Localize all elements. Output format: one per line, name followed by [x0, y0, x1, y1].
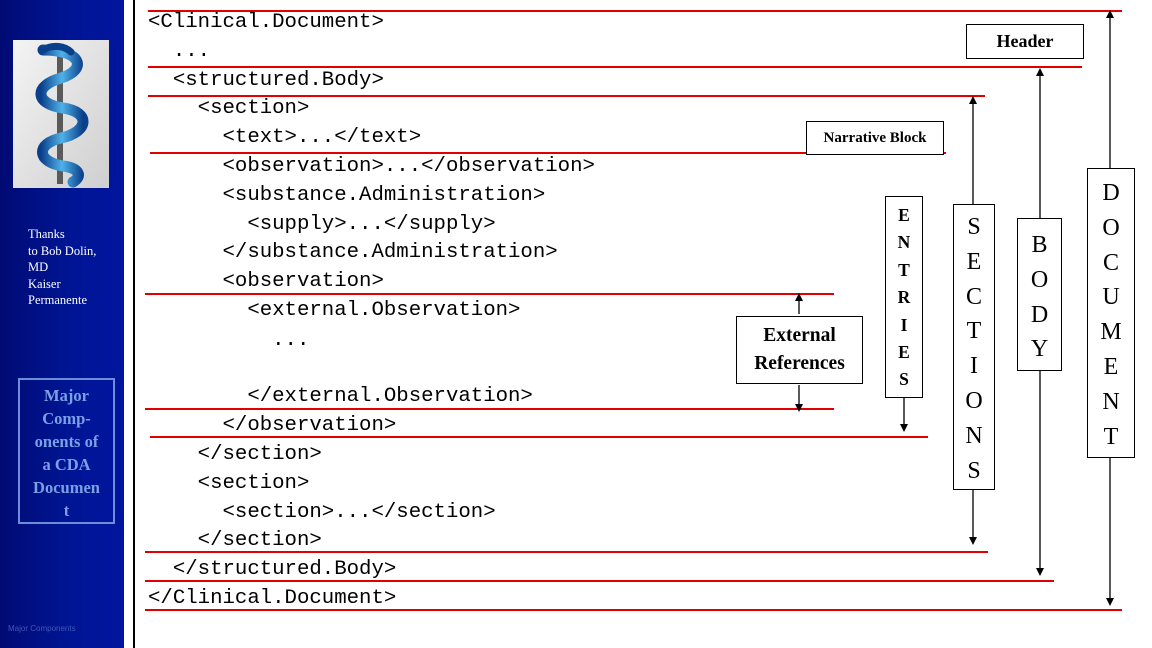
components-title-line: Documen	[33, 478, 100, 497]
code-line: ...	[148, 329, 310, 352]
staff-of-asclepius-logo	[13, 40, 109, 188]
code-line: <section>	[148, 97, 310, 120]
body-letter: B	[1031, 232, 1048, 258]
external-references-line: External	[763, 325, 836, 346]
credit-line: Permanente	[28, 293, 88, 307]
code-line: <observation>	[148, 270, 384, 293]
sections-letter: C	[965, 283, 982, 310]
entries-letter: R	[897, 287, 911, 308]
external-references-label: External References	[736, 316, 863, 384]
entries-letter: S	[899, 369, 909, 390]
code-line: <text>...</text>	[148, 126, 422, 149]
components-title-line: Major	[44, 386, 89, 405]
code-line: </section>	[148, 443, 322, 466]
code-line: </substance.Administration>	[148, 241, 558, 264]
code-line: <substance.Administration>	[148, 184, 546, 207]
credit-text: Thanks to Bob Dolin, MD Kaiser Permanent…	[28, 226, 118, 309]
body-label: B O D Y	[1017, 218, 1062, 371]
header-label: Header	[966, 24, 1084, 59]
code-line: </external.Observation>	[148, 385, 533, 408]
red-rules	[145, 10, 1122, 611]
entries-letter: I	[900, 314, 908, 335]
credit-line: Thanks	[28, 227, 65, 241]
entries-letter: T	[898, 259, 910, 280]
code-line: </Clinical.Document>	[148, 587, 397, 610]
code-line: <section>...</section>	[148, 501, 496, 524]
body-letter: D	[1030, 301, 1049, 328]
body-letter: Y	[1030, 336, 1049, 363]
sidebar-divider	[133, 0, 135, 648]
credit-line: Kaiser	[28, 276, 61, 291]
narrative-block-label: Narrative Block	[806, 121, 944, 155]
document-letter: O	[1102, 214, 1120, 241]
code-line: ...	[148, 40, 211, 63]
sections-letter: E	[966, 248, 982, 275]
sections-letter: I	[970, 353, 978, 380]
code-line: <supply>...</supply>	[148, 213, 496, 236]
document-letter: E	[1103, 353, 1119, 380]
document-letter: D	[1102, 180, 1120, 206]
credit-line: MD	[28, 260, 49, 274]
code-line: </structured.Body>	[148, 558, 397, 581]
external-references-line: References	[754, 353, 845, 374]
sections-letter: O	[965, 387, 983, 414]
code-line: <external.Observation>	[148, 299, 521, 322]
document-letter: T	[1103, 423, 1119, 450]
sections-letter: N	[965, 422, 983, 449]
sections-label: S E C T I O N S	[953, 204, 995, 490]
sections-letter: S	[967, 457, 981, 484]
code-line: </section>	[148, 529, 322, 552]
code-line: <observation>...</observation>	[148, 155, 595, 178]
components-title-line: onents of	[34, 432, 99, 451]
entries-letter: E	[898, 205, 910, 225]
code-line: <structured.Body>	[148, 69, 384, 92]
code-line: <Clinical.Document>	[148, 11, 384, 34]
sections-letter: T	[966, 318, 982, 345]
code-line: <section>	[148, 472, 310, 495]
code-line: </observation>	[148, 414, 397, 437]
entries-letter: E	[898, 342, 910, 363]
components-title-line: Comp-	[42, 409, 91, 428]
entries-letter: N	[897, 232, 911, 253]
sections-letter: S	[967, 214, 981, 240]
entries-label: E N T R I E S	[885, 196, 923, 398]
components-title-line: a CDA	[42, 455, 91, 474]
components-title-line: t	[63, 501, 70, 520]
footer-text: Major Components	[8, 624, 76, 633]
credit-line: to Bob Dolin,	[28, 243, 97, 258]
document-letter: U	[1102, 284, 1120, 311]
body-letter: O	[1030, 266, 1049, 293]
document-letter: M	[1100, 319, 1122, 346]
document-letter: N	[1102, 388, 1120, 415]
components-title-box: Major Comp- onents of a CDA Documen t	[18, 378, 115, 524]
document-letter: C	[1102, 249, 1119, 276]
document-label: D O C U M E N T	[1087, 168, 1135, 458]
